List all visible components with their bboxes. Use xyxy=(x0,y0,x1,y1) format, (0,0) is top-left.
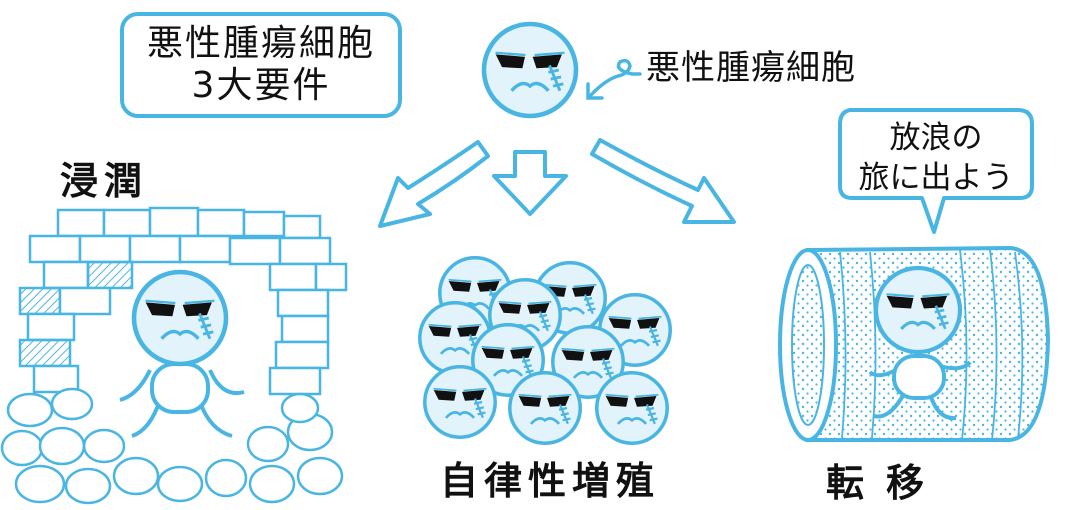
invading-cell xyxy=(119,272,245,438)
arrow-to-growth xyxy=(492,150,568,216)
rubble-stones xyxy=(0,387,344,505)
traveling-cell xyxy=(868,268,972,421)
title-box: 悪性腫瘍細胞 3大要件 xyxy=(120,12,402,118)
speech-line-2: 旅に出よう xyxy=(858,160,1014,196)
brick-wall xyxy=(18,206,348,396)
speech-bubble-text: 放浪の 旅に出よう xyxy=(838,118,1034,198)
branch-label-metastasis: 転移 xyxy=(826,461,947,505)
central-tumor-cell xyxy=(484,24,576,116)
arrow-to-invasion xyxy=(378,140,490,228)
cell-cluster xyxy=(418,256,672,445)
label-pointer-arrow xyxy=(586,58,642,100)
branch-label-autonomous-growth: 自律性増殖 xyxy=(440,459,661,503)
title-line-1: 悪性腫瘍細胞 xyxy=(146,23,375,64)
title-line-2: 3大要件 xyxy=(191,65,331,106)
speech-bubble xyxy=(838,108,1034,234)
speech-line-1: 放浪の xyxy=(889,120,983,156)
branch-label-invasion: 浸潤 xyxy=(60,159,149,203)
arrow-to-metastasis xyxy=(590,138,736,224)
tumor-cell-label: 悪性腫瘍細胞 xyxy=(646,48,856,88)
